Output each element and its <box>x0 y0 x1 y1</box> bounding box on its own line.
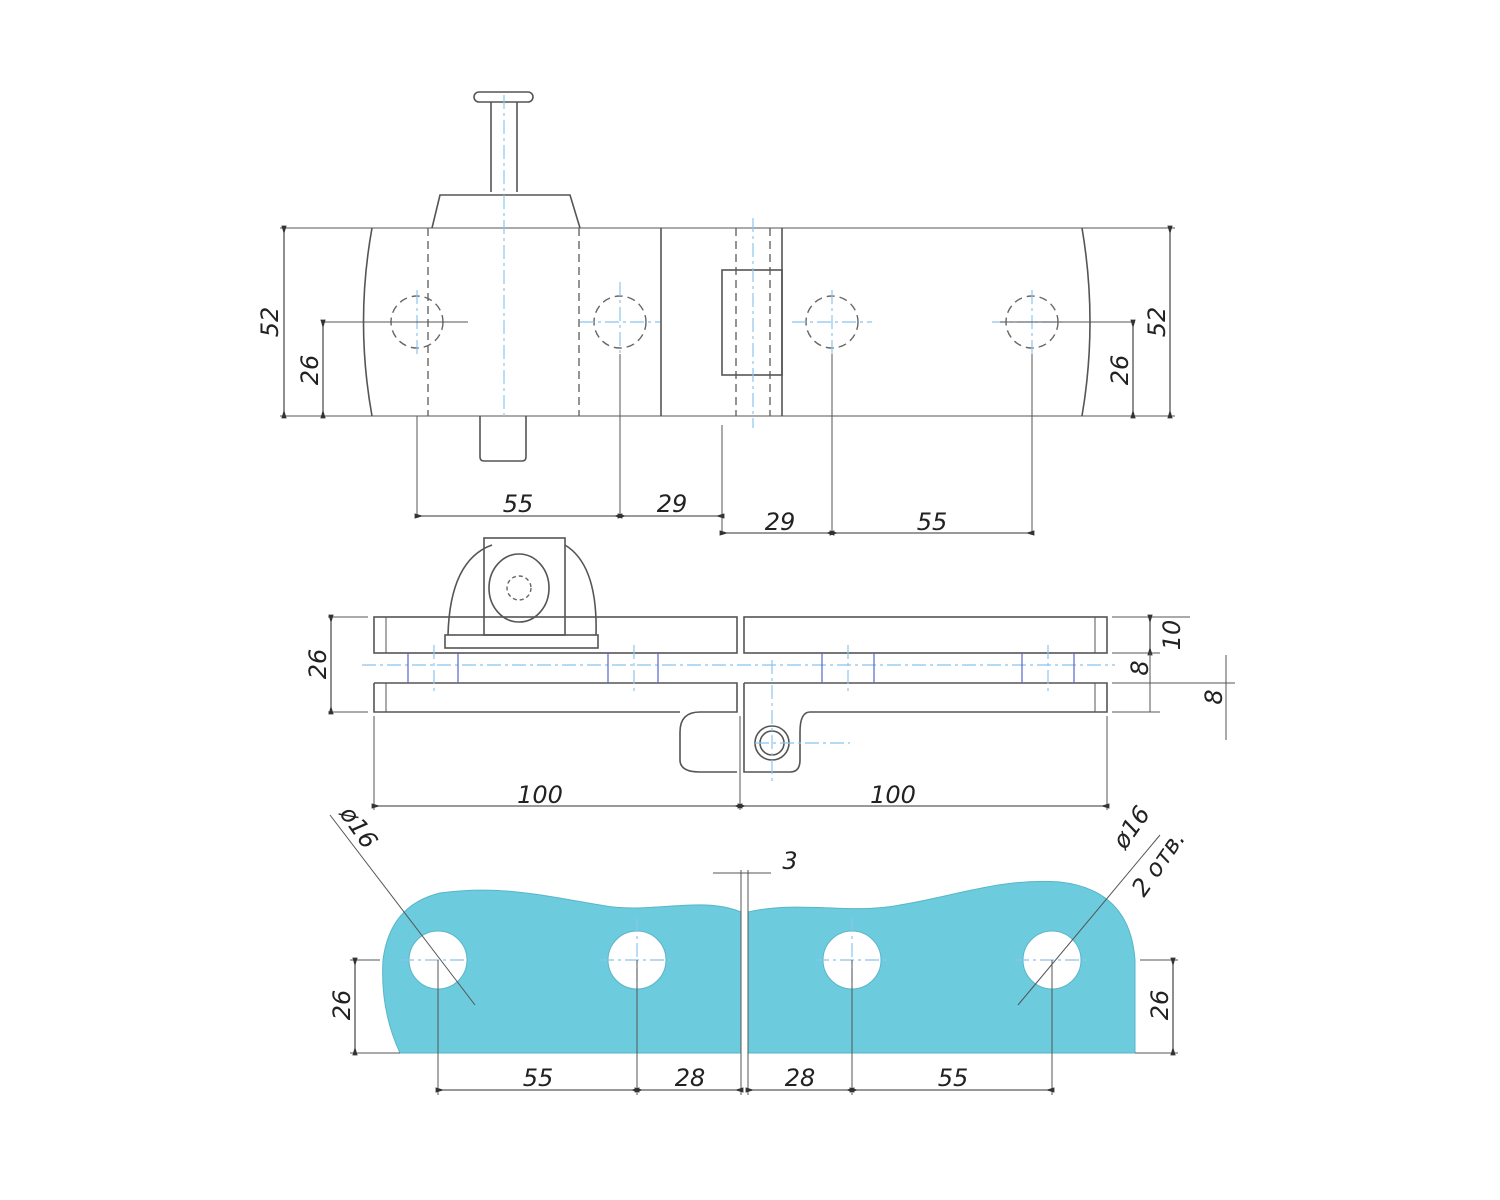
dim-hole-left: ø16 <box>334 800 383 854</box>
dim-plate-bottom: 8 <box>1200 689 1228 704</box>
dim-edge-right: 26 <box>1146 990 1174 1021</box>
dim-hole-right: ø16 <box>1106 801 1155 855</box>
side-view: 26 10 8 8 100 100 <box>304 537 1235 810</box>
dim-gap-glass: 3 <box>782 847 797 875</box>
dim-plate-top: 10 <box>1158 620 1186 651</box>
dim-55-left: 55 <box>503 490 534 518</box>
dim-height-right: 52 <box>1143 307 1171 338</box>
dim-29-right: 29 <box>765 508 796 536</box>
upper-plate-right <box>743 616 1108 654</box>
upper-plate-left <box>373 616 738 654</box>
hidden-holes <box>390 282 1062 354</box>
dim-half-right: 26 <box>1106 355 1134 386</box>
dim-glass-55-right: 55 <box>938 1064 969 1092</box>
bracket <box>444 537 599 649</box>
top-view: 52 26 52 26 55 29 29 55 <box>256 91 1175 536</box>
dim-glass-28-right: 28 <box>785 1064 816 1092</box>
dim-55-right: 55 <box>917 508 948 536</box>
dim-length-left: 100 <box>517 781 563 809</box>
dim-thickness: 26 <box>304 649 332 680</box>
glass-view: ø16 ø16 2 отв. 3 26 26 55 28 28 55 <box>328 800 1191 1095</box>
dim-length-right: 100 <box>870 781 916 809</box>
push-button <box>427 91 581 462</box>
hinge-axis <box>721 218 783 428</box>
dim-glass-55-left: 55 <box>523 1064 554 1092</box>
glass-panel-right <box>747 880 1136 1054</box>
dim-gap: 8 <box>1126 660 1154 675</box>
dim-29-left: 29 <box>657 490 688 518</box>
dim-height-left: 52 <box>256 307 284 338</box>
glass-panel-left <box>382 889 742 1054</box>
lower-plate-left <box>373 682 738 773</box>
dim-glass-28-left: 28 <box>675 1064 706 1092</box>
dim-half-left: 26 <box>296 355 324 386</box>
lower-plate-right <box>743 682 1108 773</box>
dim-edge-left: 26 <box>328 990 356 1021</box>
